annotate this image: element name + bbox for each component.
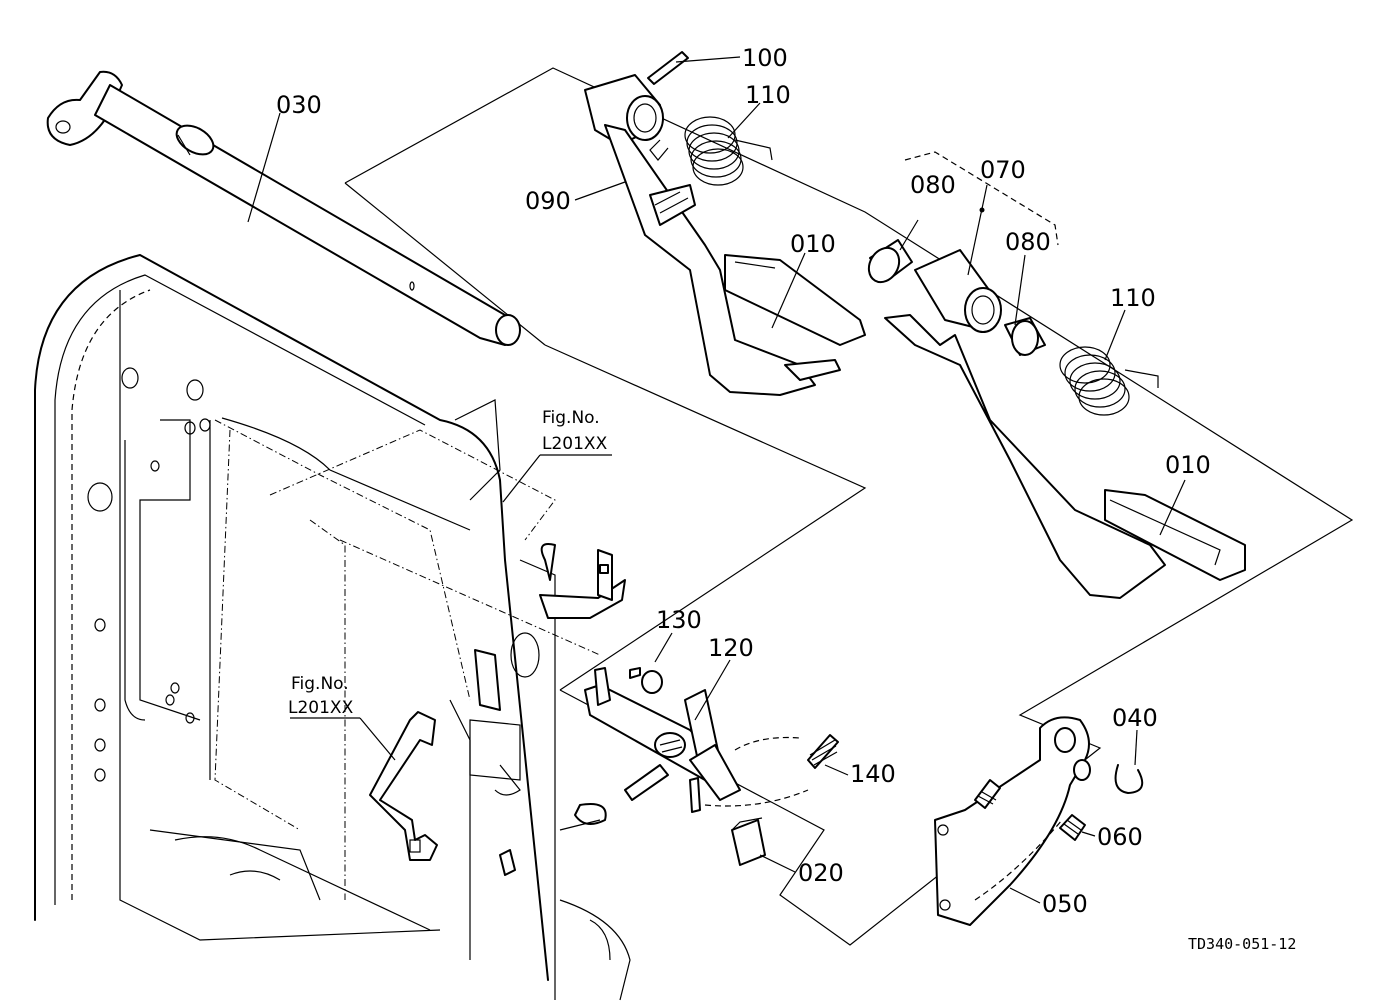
drawing-code: TD340-051-12: [1188, 935, 1296, 953]
label-100: 100: [742, 44, 788, 72]
pedal-assembly-part-070: [867, 151, 1246, 599]
label-040: 040: [1112, 704, 1158, 732]
pedal-arm-part-090: [584, 51, 866, 396]
fig-ref-upper-title: Fig.No.: [542, 408, 600, 428]
lever-assembly-part-120: [584, 667, 839, 866]
clip-part-040: [1114, 764, 1144, 794]
spring-part-110-upper: [684, 116, 773, 186]
part-labels: 100 110 030 090 070 080 080 010 110 010 …: [276, 44, 1211, 918]
bolt-part-060: [1059, 814, 1086, 841]
label-010-lower: 010: [1165, 451, 1211, 479]
exploded-view-frame: [344, 67, 1354, 946]
spring-part-110-lower: [1059, 346, 1159, 416]
label-080-right: 080: [1005, 228, 1051, 256]
label-070: 070: [980, 156, 1026, 184]
fig-ref-lower-title: Fig.No.: [291, 674, 349, 694]
label-060: 060: [1097, 823, 1143, 851]
bolt-part-050-screw: [974, 779, 1001, 809]
label-130: 130: [656, 606, 702, 634]
fig-ref-upper-code: L201XX: [542, 434, 608, 454]
label-010-upper: 010: [790, 230, 836, 258]
label-090: 090: [525, 187, 571, 215]
leader-lines: [247, 56, 1186, 904]
fig-reference-upper: Fig.No. L201XX: [542, 408, 608, 454]
label-050: 050: [1042, 890, 1088, 918]
label-020: 020: [798, 859, 844, 887]
label-120: 120: [708, 634, 754, 662]
label-030: 030: [276, 91, 322, 119]
fig-ref-lower-code: L201XX: [288, 698, 354, 718]
fig-reference-lower: Fig.No. L201XX: [288, 674, 354, 718]
fig-ref-bracket-lower: [369, 711, 438, 861]
shaft-part-030: [46, 70, 521, 346]
frame-panel: [34, 254, 631, 1001]
label-140: 140: [850, 760, 896, 788]
label-110-upper: 110: [745, 81, 791, 109]
label-110-lower: 110: [1110, 284, 1156, 312]
bracket-part-050: [934, 716, 1091, 926]
label-080-left: 080: [910, 171, 956, 199]
